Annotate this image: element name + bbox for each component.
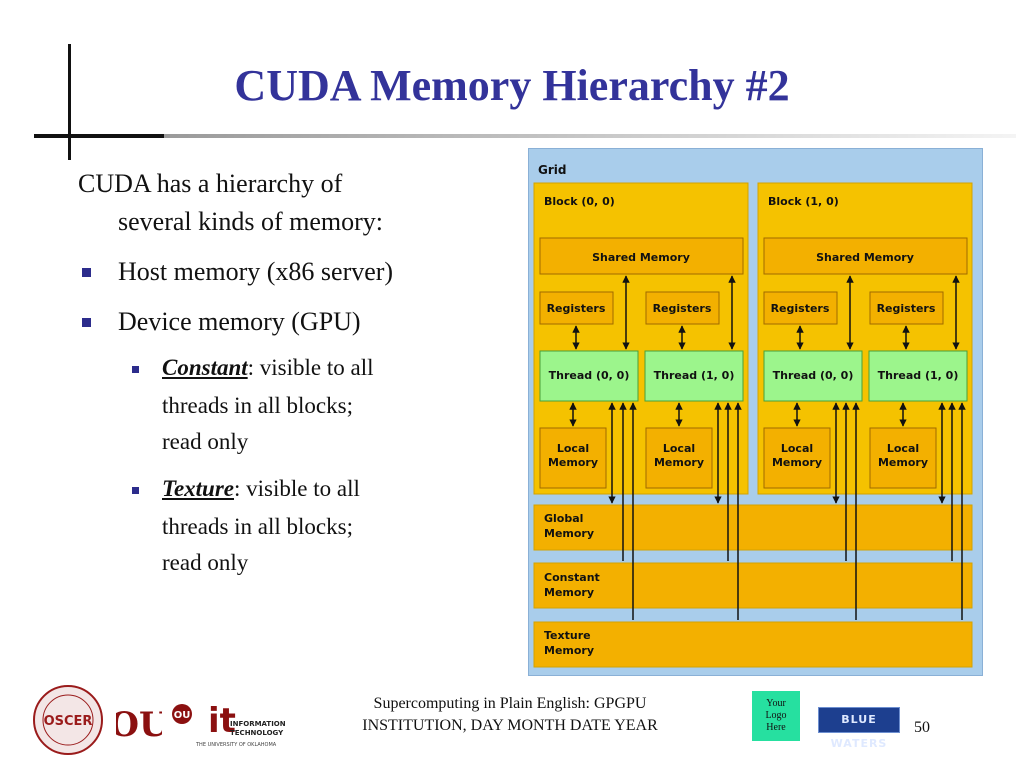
sub-bullet-texture: Texture: visible to all [162, 472, 360, 505]
bullet-host-memory: Host memory (x86 server) [118, 257, 394, 286]
term-texture: Texture [162, 476, 234, 501]
block-1-label: Block (1, 0) [768, 195, 839, 208]
sub-bullet-marker [132, 487, 139, 494]
local-memory-1-0-line2: Memory [772, 456, 822, 469]
arrows [569, 275, 966, 620]
local-memory-1-1-line2: Memory [878, 456, 928, 469]
local-memory-0-0 [539, 427, 607, 489]
thread-1-0 [763, 350, 863, 402]
shared-memory-0-label: Shared Memory [592, 251, 690, 264]
registers-1-0 [763, 291, 838, 325]
footer-caption: Supercomputing in Plain English: GPGPU I… [300, 693, 720, 737]
it-logo-line2: TECHNOLOGY [230, 729, 284, 737]
thread-0-0-label: Thread (0, 0) [549, 369, 630, 382]
local-memory-0-0-line1: Local [557, 442, 589, 455]
bullet-device-memory: Device memory (GPU) [118, 307, 361, 336]
global-memory-line2: Memory [544, 527, 594, 540]
local-memory-0-1 [645, 427, 713, 489]
svg-text:it: it [208, 701, 236, 741]
grid-label: Grid [538, 163, 566, 177]
constant-memory-line2: Memory [544, 586, 594, 599]
registers-1-0-label: Registers [771, 302, 830, 315]
texture-memory-line2: Memory [544, 644, 594, 657]
local-memory-1-1-line1: Local [887, 442, 919, 455]
local-memory-0-1-line1: Local [663, 442, 695, 455]
constant-memory-line1: Constant [544, 571, 600, 584]
it-logo-line3: THE UNIVERSITY OF OKLAHOMA [195, 742, 277, 748]
registers-0-1 [645, 291, 720, 325]
blue-waters-logo: BLUE WATERS [818, 707, 900, 750]
frame-horizontal-line [34, 134, 164, 138]
memory-hierarchy-diagram: Grid Block (0, 0) Shared Memory Register… [528, 148, 983, 676]
sub-bullet-line: read only [162, 550, 249, 575]
your-logo-line: Logo [765, 710, 787, 721]
thread-1-1 [868, 350, 968, 402]
frame-gradient-line [164, 134, 1016, 138]
bullet-marker [82, 318, 91, 327]
footer-line-1: Supercomputing in Plain English: GPGPU [373, 695, 647, 712]
it-logo-line1: INFORMATION [230, 720, 286, 728]
your-logo-placeholder: Your Logo Here [752, 691, 800, 741]
sub-bullet-marker [132, 366, 139, 373]
shared-memory-0 [539, 237, 744, 275]
bullet-marker [82, 268, 91, 277]
texture-memory-box [533, 621, 973, 668]
frame-vertical-line [68, 44, 71, 160]
term-constant: Constant [162, 355, 248, 380]
sub-bullet-line: threads in all blocks; [162, 393, 353, 418]
thread-0-1-label: Thread (1, 0) [654, 369, 735, 382]
svg-text:OU: OU [174, 710, 191, 721]
registers-0-1-label: Registers [653, 302, 712, 315]
registers-1-1-label: Registers [877, 302, 936, 315]
ou-logo: OU [116, 705, 162, 745]
shared-memory-1-label: Shared Memory [816, 251, 914, 264]
local-memory-1-1 [869, 427, 937, 489]
intro-line-2: several kinds of memory: [118, 207, 383, 236]
local-memory-1-0 [763, 427, 831, 489]
block-0-label: Block (0, 0) [544, 195, 615, 208]
thread-0-1 [644, 350, 744, 402]
your-logo-line: Your [766, 698, 786, 709]
sub-bullet-line: read only [162, 429, 249, 454]
oscer-logo-text: OSCER [44, 714, 93, 729]
information-technology-logo: OU it INFORMATION TECHNOLOGY THE UNIVERS… [172, 701, 286, 748]
registers-1-1 [869, 291, 944, 325]
intro-line-1: CUDA has a hierarchy of [78, 169, 343, 198]
local-memory-1-0-line1: Local [781, 442, 813, 455]
global-memory-line1: Global [544, 512, 583, 525]
sub-bullet-constant: Constant: visible to all [162, 351, 374, 384]
thread-1-1-label: Thread (1, 0) [878, 369, 959, 382]
footer-line-2: INSTITUTION, DAY MONTH DATE YEAR [362, 717, 658, 734]
slide-title: CUDA Memory Hierarchy #2 [234, 61, 790, 110]
sub-bullet-line: threads in all blocks; [162, 514, 353, 539]
thread-1-0-label: Thread (0, 0) [773, 369, 854, 382]
ou-logo-text: OU [116, 705, 162, 745]
your-logo-line: Here [766, 722, 786, 733]
local-memory-0-0-line2: Memory [548, 456, 598, 469]
texture-memory-line1: Texture [544, 629, 591, 642]
shared-memory-1 [763, 237, 968, 275]
page-number: 50 [914, 719, 930, 736]
local-memory-0-1-line2: Memory [654, 456, 704, 469]
constant-memory-box [533, 562, 973, 609]
thread-0-0 [539, 350, 639, 402]
registers-0-0 [539, 291, 614, 325]
sub-bullet-text: : visible to all [247, 355, 374, 380]
sub-bullet-text: : visible to all [234, 476, 360, 501]
registers-0-0-label: Registers [547, 302, 606, 315]
oscer-logo: OSCER [33, 685, 103, 755]
global-memory-box [533, 504, 973, 551]
